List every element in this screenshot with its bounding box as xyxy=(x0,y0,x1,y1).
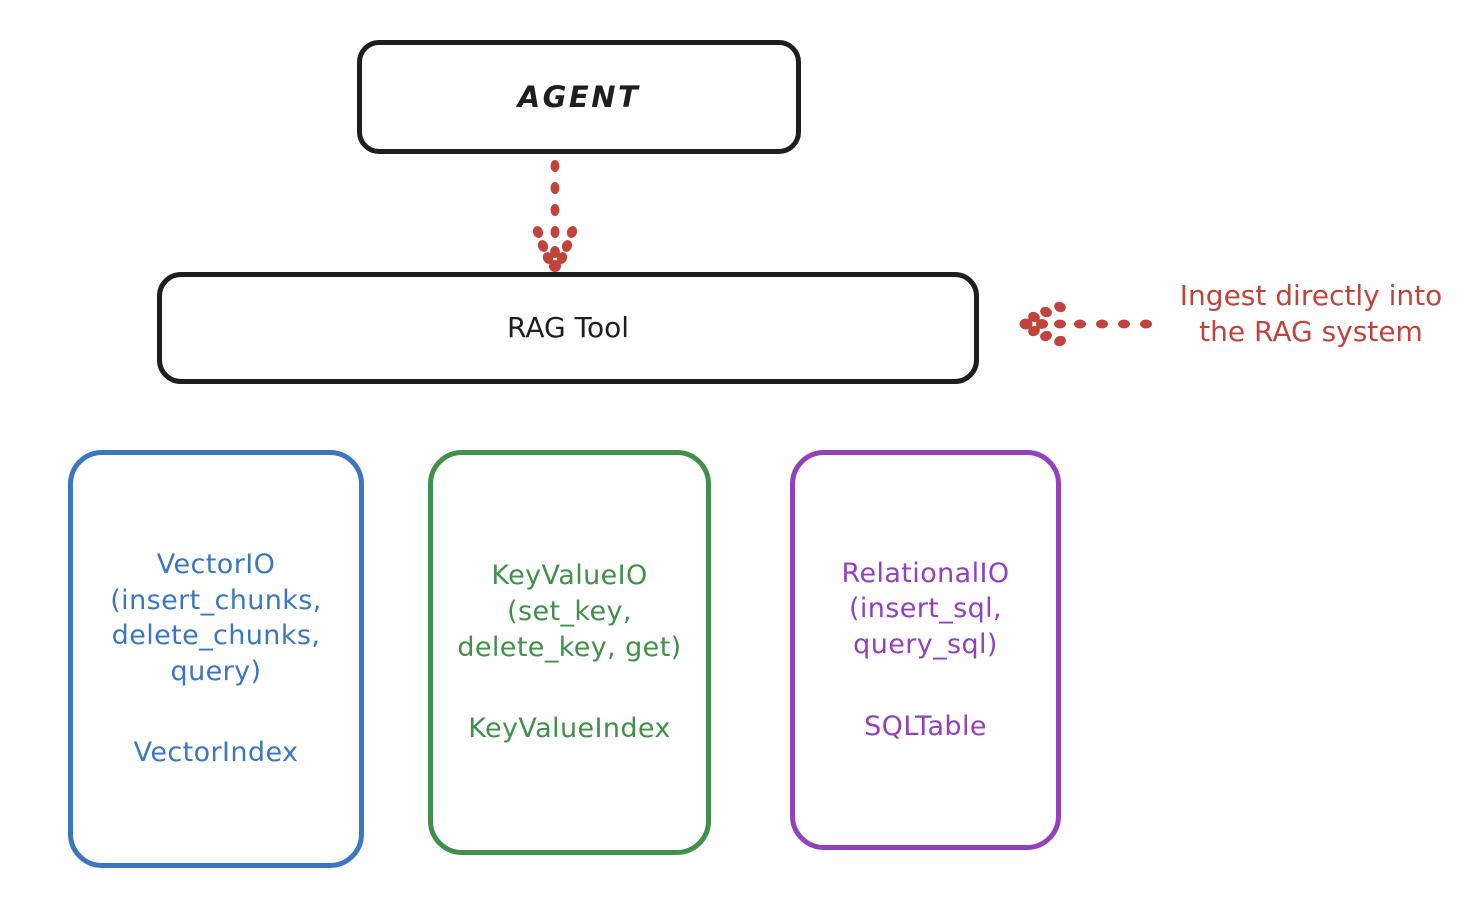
rag-tool-node[interactable]: RAG Tool xyxy=(157,272,979,384)
agent-node[interactable]: AGENT xyxy=(357,40,801,154)
relational-io-api-label: RelationalIO (insert_sql, query_sql) xyxy=(841,557,1010,660)
vector-io-index-label: VectorIndex xyxy=(133,737,299,769)
key-value-io-api-label: KeyValueIO (set_key, delete_key, get) xyxy=(457,560,682,663)
key-value-io-index-label: KeyValueIndex xyxy=(468,713,671,745)
relational-io-index-label: SQLTable xyxy=(864,710,987,742)
ingest-annotation-text: Ingest directly into the RAG system xyxy=(1179,279,1443,348)
key-value-io-card[interactable]: KeyValueIO (set_key, delete_key, get) Ke… xyxy=(428,450,711,855)
vector-io-api-label: VectorIO (insert_chunks, delete_chunks, … xyxy=(110,548,322,687)
agent-node-label: AGENT xyxy=(517,79,641,114)
relational-io-card[interactable]: RelationalIO (insert_sql, query_sql) SQL… xyxy=(790,450,1061,850)
agent-to-rag-tool-arrow xyxy=(532,160,578,272)
rag-tool-node-label: RAG Tool xyxy=(507,310,629,344)
vector-io-card[interactable]: VectorIO (insert_chunks, delete_chunks, … xyxy=(68,450,364,868)
ingest-annotation-arrow xyxy=(1019,301,1152,347)
